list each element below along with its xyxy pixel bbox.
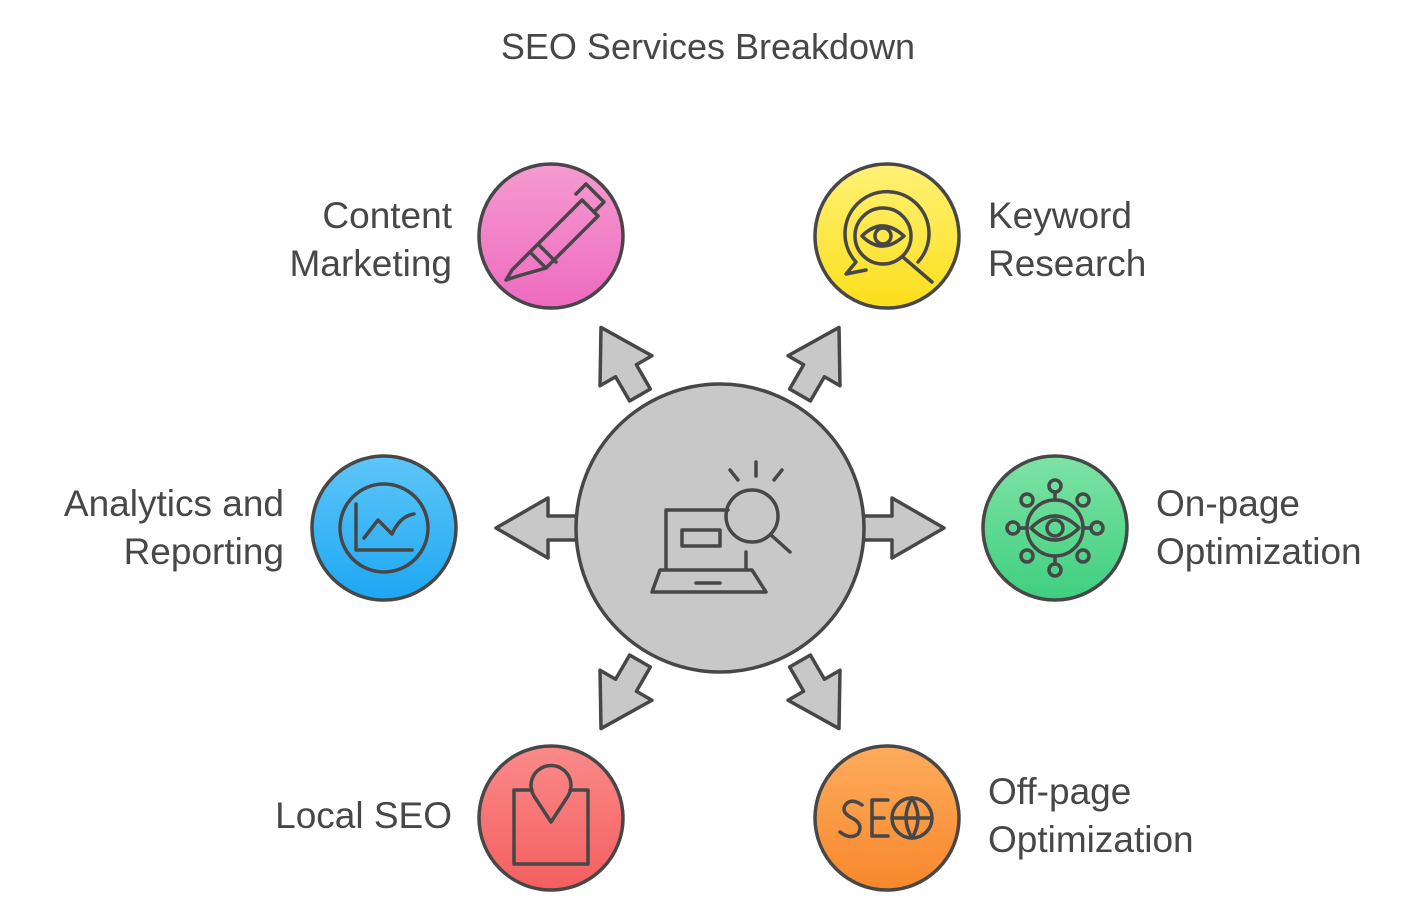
local-seo-node (477, 744, 625, 892)
diagram-title: SEO Services Breakdown (500, 26, 916, 67)
keyword-research-node (813, 162, 961, 310)
map-pin-icon (512, 763, 590, 866)
on-page-optimization-node (981, 454, 1129, 602)
on-page-optimization-label: On-page Optimization (1156, 480, 1406, 576)
arrow-up-left (598, 325, 654, 403)
arrow-left (494, 496, 580, 560)
seo-globe-icon (838, 796, 934, 840)
label-line: Marketing (289, 243, 452, 284)
off-page-optimization-label: Off-page Optimization (988, 768, 1248, 864)
content-marketing-label: Content Marketing (200, 192, 452, 288)
label-line: Off-page (988, 771, 1132, 812)
content-marketing-node (477, 162, 625, 310)
label-line: Reporting (123, 531, 284, 572)
label-line: Optimization (988, 819, 1194, 860)
eye-network-icon (1005, 478, 1105, 578)
label-line: Content (322, 195, 452, 236)
laptop-search-icon (650, 460, 792, 594)
arrow-up-right (786, 325, 842, 403)
pen-icon (504, 182, 606, 282)
label-line: Analytics and (63, 483, 284, 524)
label-line: Optimization (1156, 531, 1362, 572)
arrow-down-left (598, 653, 654, 731)
label-line: Local SEO (275, 795, 452, 836)
eye-magnifier-icon (843, 189, 934, 284)
off-page-optimization-node (813, 744, 961, 892)
label-line: Research (988, 243, 1147, 284)
local-seo-label: Local SEO (200, 792, 452, 840)
arrow-down-right (786, 653, 842, 731)
label-line: Keyword (988, 195, 1132, 236)
center-hub (574, 382, 866, 674)
label-line: On-page (1156, 483, 1300, 524)
arrow-right (860, 496, 946, 560)
keyword-research-label: Keyword Research (988, 192, 1248, 288)
line-chart-icon (338, 482, 430, 574)
analytics-reporting-label: Analytics and Reporting (20, 480, 284, 576)
